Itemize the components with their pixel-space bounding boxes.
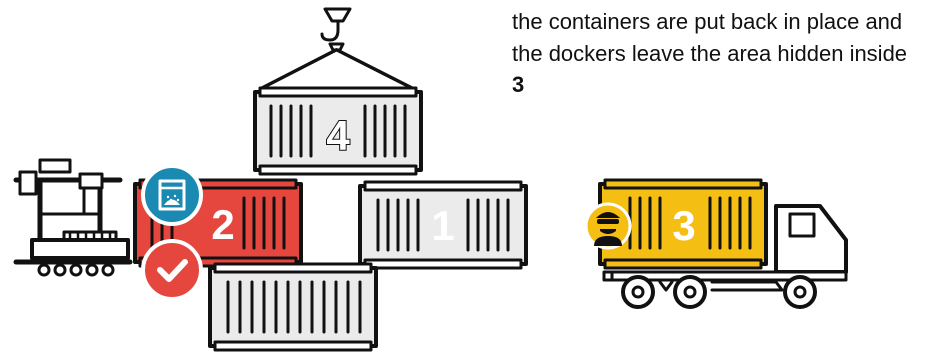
- checkmark-icon: [143, 241, 201, 299]
- thief-icon: [586, 204, 630, 248]
- container-1-label: 1: [431, 202, 454, 249]
- container-2-label: 2: [211, 201, 234, 248]
- container-3-label: 3: [672, 202, 695, 249]
- gantry-crane-icon: [16, 160, 130, 275]
- truck-icon: [600, 180, 846, 307]
- powder-bag-icon: [143, 166, 201, 224]
- container-4-label: 4: [326, 112, 350, 159]
- crane-hook-icon: [262, 9, 412, 88]
- container-bottom: [210, 264, 376, 350]
